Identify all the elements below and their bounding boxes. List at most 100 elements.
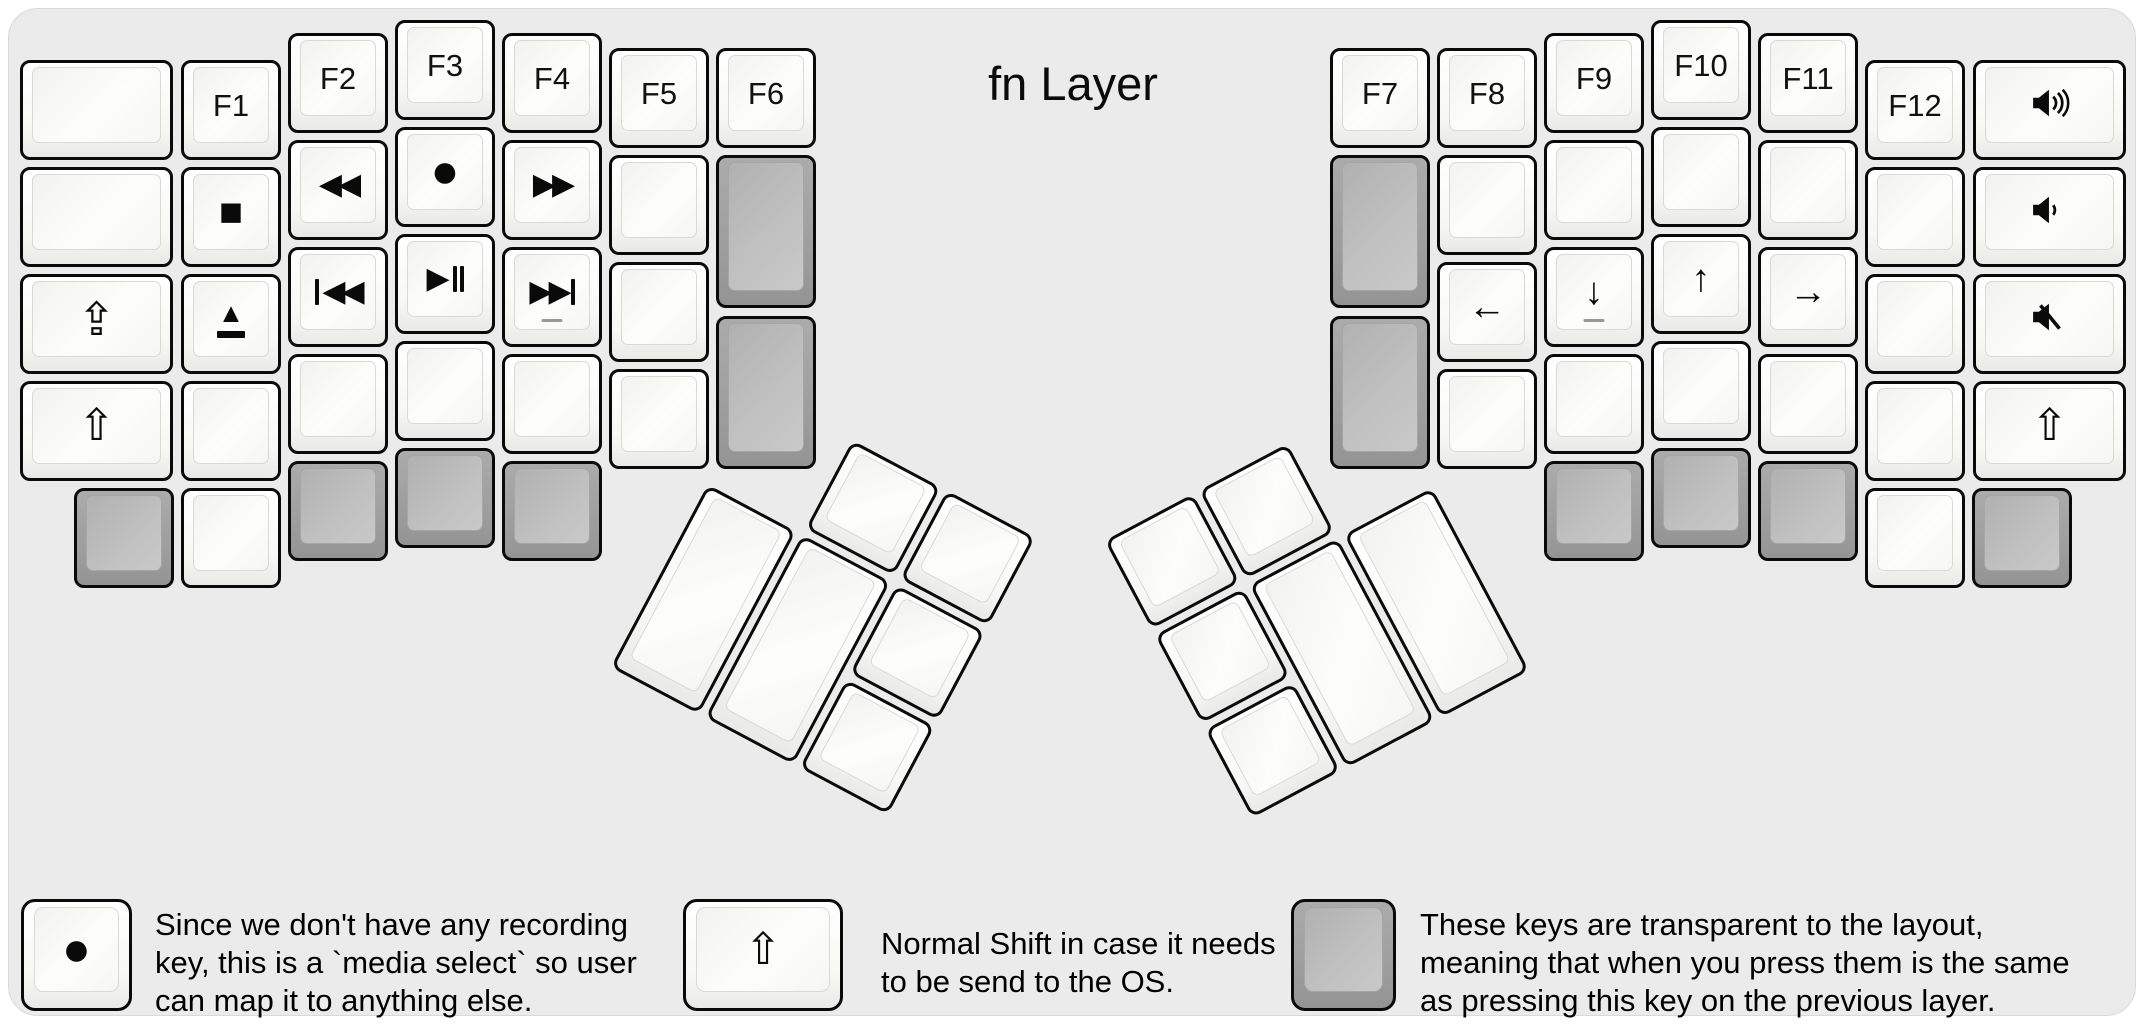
key-label: F6	[747, 75, 785, 111]
keytop: ⇪	[32, 281, 161, 357]
keytop	[407, 348, 483, 424]
key-f4: F4	[502, 33, 602, 133]
legend-line: can map it to anything else.	[155, 983, 533, 1018]
key-eject: ▲	[181, 274, 281, 374]
key-right: →	[1758, 247, 1858, 347]
key-blank	[1865, 488, 1965, 588]
keytop: ▶	[407, 241, 483, 317]
previous-track-icon: ◀◀	[315, 277, 365, 307]
key-mute	[1973, 274, 2126, 374]
key-blank	[1437, 369, 1537, 469]
key-blank	[1437, 155, 1537, 255]
keytop: F12	[1877, 67, 1953, 143]
key-transparent	[502, 461, 602, 561]
legend-line: Normal Shift in case it needs	[881, 926, 1276, 961]
key-label: F5	[640, 75, 678, 111]
key-blank	[502, 354, 602, 454]
key-transparent	[74, 488, 174, 588]
key-label: F9	[1575, 60, 1613, 96]
key-transparent	[1330, 155, 1430, 308]
keytop	[1663, 455, 1739, 531]
key-record: ●	[21, 899, 132, 1011]
legend-text-transparent: These keys are transparent to the layout…	[1420, 906, 2070, 1020]
legend-line: meaning that when you press them is the …	[1420, 945, 2070, 980]
keytop: F6	[728, 55, 804, 131]
keytop	[86, 495, 162, 571]
keytop	[1304, 907, 1383, 992]
key-blank	[395, 341, 495, 441]
legend-line: These keys are transparent to the layout…	[1420, 907, 1984, 942]
keytop: F1	[193, 67, 269, 143]
key-blank	[20, 60, 173, 160]
key-rewind: ◀◀	[288, 140, 388, 240]
key-label: F12	[1888, 87, 1942, 123]
record-icon: ●	[430, 145, 460, 198]
key-f11: F11	[1758, 33, 1858, 133]
voldown-icon	[2026, 191, 2074, 234]
legend-line: Since we don't have any recording	[155, 907, 628, 942]
key-blank	[1758, 140, 1858, 240]
keytop: ◀◀	[300, 254, 376, 330]
keytop	[407, 455, 483, 531]
keytop	[868, 596, 972, 700]
keytop	[918, 502, 1022, 606]
keytop	[300, 468, 376, 544]
rewind-icon: ◀◀	[318, 168, 361, 201]
keytop	[32, 67, 161, 143]
keytop	[1770, 361, 1846, 437]
keytop	[1877, 174, 1953, 250]
keytop	[1342, 323, 1418, 452]
keytop	[1218, 694, 1322, 798]
key-transparent	[1291, 899, 1396, 1011]
keytop	[1556, 147, 1632, 223]
keytop	[1877, 388, 1953, 464]
shift-icon: ⇧	[2031, 401, 2068, 450]
arrow-right-icon: →	[1789, 271, 1827, 313]
keytop	[728, 323, 804, 452]
tap-dash	[541, 319, 563, 322]
key-blank	[20, 167, 173, 267]
key-blank	[1758, 354, 1858, 454]
keytop	[728, 162, 804, 291]
key-label: F4	[533, 60, 571, 96]
key-prev: ◀◀	[288, 247, 388, 347]
keytop	[1663, 348, 1739, 424]
key-blank	[1651, 127, 1751, 227]
key-shift: ⇧	[20, 381, 173, 481]
key-label: F1	[212, 87, 250, 123]
key-shift: ⇧	[683, 899, 843, 1011]
keytop: ▶▶	[514, 254, 590, 330]
key-f5: F5	[609, 48, 709, 148]
keytop: F2	[300, 40, 376, 116]
keytop	[514, 468, 590, 544]
keytop	[1985, 67, 2114, 143]
key-blank	[609, 262, 709, 362]
keytop	[1663, 134, 1739, 210]
key-blank	[1865, 274, 1965, 374]
key-label: F2	[319, 60, 357, 96]
layer-title: fn Layer	[988, 57, 1158, 110]
play-pause-icon: ▶	[426, 264, 464, 294]
keytop	[824, 452, 927, 555]
key-label: F8	[1468, 75, 1506, 111]
keytop	[1984, 495, 2060, 571]
keytop: ■	[193, 174, 269, 250]
key-blank	[1544, 354, 1644, 454]
keytop: F11	[1770, 40, 1846, 116]
arrow-up-icon: ↑	[1691, 258, 1711, 300]
caps-lock-icon: ⇪	[77, 293, 116, 345]
volup-icon	[2026, 84, 2074, 127]
key-f9: F9	[1544, 33, 1644, 133]
key-f2: F2	[288, 33, 388, 133]
keytop	[621, 376, 697, 452]
key-voldown	[1973, 167, 2126, 267]
next-track-icon: ▶▶	[529, 277, 575, 307]
key-blank	[609, 155, 709, 255]
keytop: F4	[514, 40, 590, 116]
key-transparent	[1972, 488, 2072, 588]
fast-forward-icon: ▶▶	[532, 168, 575, 201]
key-f8: F8	[1437, 48, 1537, 148]
keytop: F7	[1342, 55, 1418, 131]
keytop: ↑	[1663, 241, 1739, 317]
